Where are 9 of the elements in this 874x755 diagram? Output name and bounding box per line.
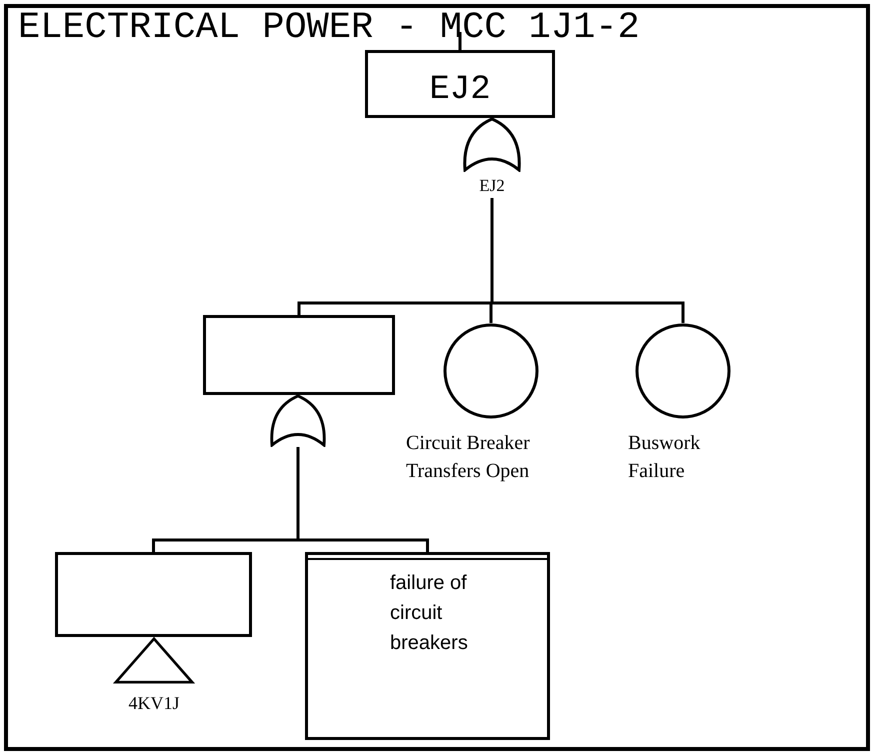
event-label: EJ2 [429, 73, 491, 107]
connector-line [458, 32, 462, 50]
event-label: failure of circuit breakers [390, 571, 469, 656]
event-label: Circuit Breaker Transfers Open [406, 431, 531, 484]
event-box [305, 552, 550, 740]
diagram-title: ELECTRICAL POWER - MCC 1J1-2 [18, 6, 640, 50]
transfer-label: 4KV1J [128, 692, 180, 715]
gate-label: EJ2 [479, 176, 505, 196]
event-label: Buswork Failure [628, 431, 702, 484]
